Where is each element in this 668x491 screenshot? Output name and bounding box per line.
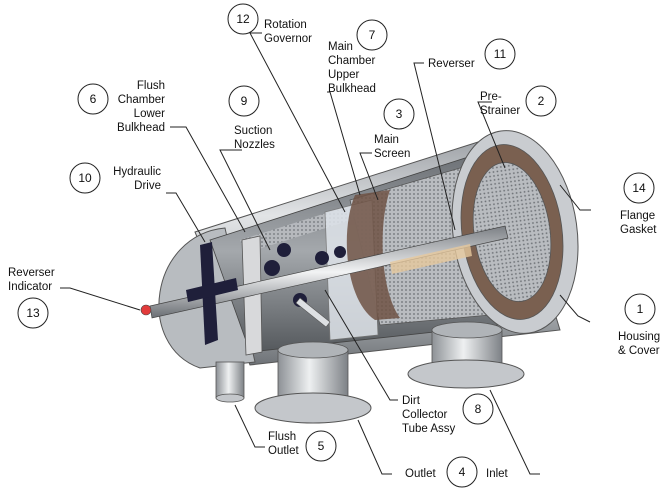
callout-4: 4 Outlet <box>405 456 478 488</box>
svg-text:Bulkhead: Bulkhead <box>117 122 165 134</box>
svg-text:Rotation: Rotation <box>264 19 307 31</box>
inlet-pipe <box>407 321 525 389</box>
svg-text:Suction: Suction <box>234 125 272 137</box>
svg-text:7: 7 <box>369 28 376 42</box>
svg-text:Main: Main <box>328 41 353 53</box>
svg-text:14: 14 <box>632 181 646 195</box>
svg-text:11: 11 <box>494 47 507 61</box>
svg-text:Screen: Screen <box>374 148 410 160</box>
svg-text:Outlet: Outlet <box>268 445 299 457</box>
svg-text:Nozzles: Nozzles <box>234 139 275 151</box>
svg-text:3: 3 <box>396 107 403 121</box>
callout-9: 9 Suction Nozzles <box>228 85 275 151</box>
svg-text:Reverser: Reverser <box>428 58 475 70</box>
svg-text:Tube Assy: Tube Assy <box>402 423 456 435</box>
svg-text:12: 12 <box>236 12 250 26</box>
callout-1: 1 Housing & Cover <box>618 293 660 357</box>
callout-number: 1 <box>637 302 644 316</box>
svg-text:2: 2 <box>538 94 545 108</box>
svg-text:9: 9 <box>241 94 248 108</box>
svg-text:Flange: Flange <box>620 210 655 222</box>
svg-text:Dirt: Dirt <box>402 395 421 407</box>
svg-text:8: 8 <box>475 402 482 416</box>
flange <box>451 130 579 334</box>
svg-text:6: 6 <box>90 92 97 106</box>
svg-text:& Cover: & Cover <box>618 345 660 357</box>
svg-text:4: 4 <box>459 465 466 479</box>
svg-text:Collector: Collector <box>402 409 448 421</box>
outlet-pipe <box>254 341 372 424</box>
svg-text:Flush: Flush <box>268 431 296 443</box>
svg-text:5: 5 <box>318 439 325 453</box>
svg-text:Pre-: Pre- <box>480 91 502 103</box>
leader-lines <box>60 32 591 475</box>
callout-11: 11 Reverser <box>428 38 516 70</box>
callout-2: 2 Pre- Strainer <box>480 85 557 117</box>
svg-text:Hydraulic: Hydraulic <box>113 166 161 178</box>
svg-text:Main: Main <box>374 134 399 146</box>
flush-outlet-pipe <box>215 361 245 403</box>
svg-text:Housing: Housing <box>618 331 660 343</box>
svg-text:Drive: Drive <box>134 180 161 192</box>
callout-13: 13 Reverser Indicator <box>8 267 55 329</box>
svg-text:13: 13 <box>26 306 40 320</box>
svg-text:Inlet: Inlet <box>486 468 509 480</box>
svg-text:Reverser: Reverser <box>8 267 55 279</box>
svg-text:Upper: Upper <box>328 69 359 81</box>
callout-5: 5 Flush Outlet <box>268 430 337 462</box>
callout-3: 3 Main Screen <box>374 98 415 160</box>
shaft-assembly <box>140 225 509 345</box>
svg-text:Lower: Lower <box>134 108 165 120</box>
callout-inlet: Inlet <box>486 468 509 480</box>
svg-text:Governor: Governor <box>264 33 312 45</box>
callout-12: 12 Rotation Governor <box>227 3 312 45</box>
svg-text:Indicator: Indicator <box>8 281 52 293</box>
svg-text:Chamber: Chamber <box>328 55 375 67</box>
svg-text:10: 10 <box>78 171 92 185</box>
svg-text:Chamber: Chamber <box>118 94 165 106</box>
svg-text:Bulkhead: Bulkhead <box>328 83 376 95</box>
callout-10: 10 Hydraulic Drive <box>69 162 161 194</box>
svg-text:Strainer: Strainer <box>480 105 520 117</box>
svg-text:Gasket: Gasket <box>620 224 657 236</box>
callout-8: 8 Dirt Collector Tube Assy <box>402 393 494 435</box>
callout-7: 7 Main Chamber Upper Bulkhead <box>328 19 388 95</box>
svg-text:Flush: Flush <box>137 80 165 92</box>
callout-14: 14 Flange Gasket <box>620 172 657 236</box>
callout-6: 6 Flush Chamber Lower Bulkhead <box>77 80 165 134</box>
svg-text:Outlet: Outlet <box>405 468 436 480</box>
